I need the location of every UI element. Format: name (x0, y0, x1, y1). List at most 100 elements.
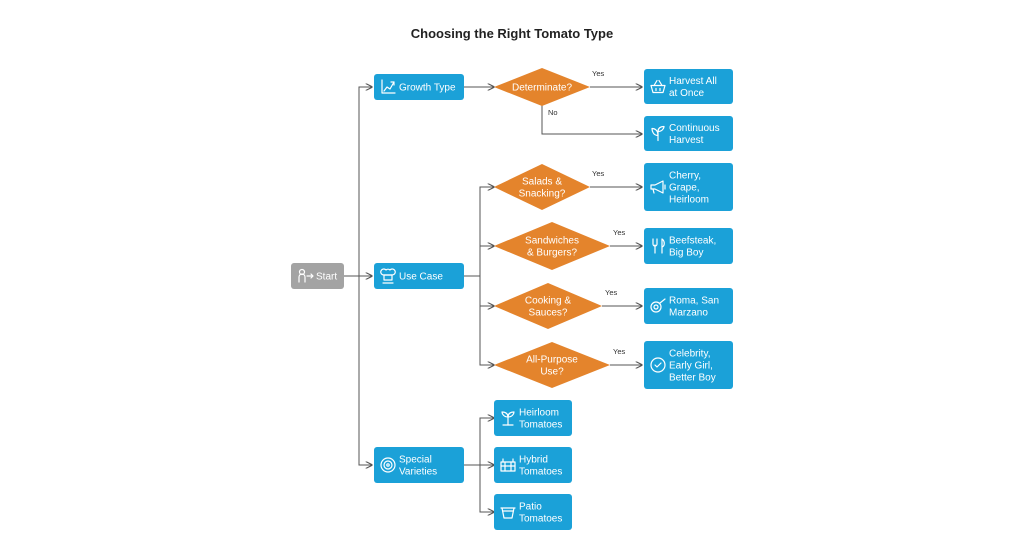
node-cherry-label-3: Heirloom (669, 195, 709, 206)
node-beefsteak-label-2: Big Boy (669, 248, 703, 259)
node-celebrity-label-1: Celebrity, (669, 349, 711, 360)
megaphone-icon (650, 180, 666, 194)
node-cherry: Cherry,Grape,Heirloom (644, 163, 733, 211)
diagram-title: Choosing the Right Tomato Type (411, 26, 613, 41)
edge-special-to-patio (479, 465, 494, 512)
edge-label-salads-yes: Yes (592, 169, 604, 178)
node-use-case-shape (374, 263, 464, 289)
node-start-label-1: Start (316, 272, 337, 283)
node-all-purpose-label-2: Use? (540, 367, 564, 378)
node-salads-label-2: Snacking? (519, 189, 566, 200)
node-salads-label-1: Salads & (522, 177, 562, 188)
target-icon (380, 457, 396, 473)
edge-start-to-growth-type (344, 87, 372, 277)
edge-label-determinate-no: No (548, 108, 558, 117)
node-celebrity: Celebrity,Early Girl,Better Boy (644, 341, 733, 389)
node-cherry-label-2: Grape, (669, 183, 700, 194)
node-cherry-shape (644, 163, 733, 211)
edges (344, 87, 642, 512)
node-salads: Salads &Snacking? (494, 164, 590, 210)
node-start-shape (291, 263, 344, 289)
node-use-case: Use Case (374, 263, 464, 289)
pot-icon (500, 507, 516, 519)
node-continuous-label-2: Harvest (669, 135, 704, 146)
node-beefsteak-label-1: Beefsteak, (669, 236, 716, 247)
node-hybrid-tomatoes-label-2: Tomatoes (519, 467, 562, 478)
node-use-case-label-1: Use Case (399, 272, 443, 283)
node-celebrity-shape (644, 341, 733, 389)
node-cooking-shape (494, 283, 602, 329)
node-determinate: Determinate? (494, 68, 590, 106)
node-continuous-label-1: Continuous (669, 123, 720, 134)
node-growth-type-label-1: Growth Type (399, 83, 456, 94)
node-sandwiches-label-1: Sandwiches (525, 236, 579, 247)
crate-icon (500, 458, 516, 472)
node-sandwiches-label-2: & Burgers? (527, 248, 577, 259)
edge-label-cooking-yes: Yes (605, 288, 617, 297)
basket-icon (650, 79, 666, 94)
node-hybrid-tomatoes-label-1: Hybrid (519, 455, 548, 466)
node-cooking-label-1: Cooking & (525, 296, 571, 307)
node-special-varieties-label-2: Varieties (399, 467, 437, 478)
node-determinate-shape (494, 68, 590, 106)
utensils-icon (652, 238, 665, 254)
node-roma-label-2: Marzano (669, 308, 708, 319)
growth-chart-icon (381, 79, 396, 94)
badge-icon (650, 357, 666, 373)
sauce-icon (650, 298, 666, 313)
node-harvest-all-label-2: at Once (669, 88, 704, 99)
node-roma-label-1: Roma, San (669, 296, 719, 307)
edge-determinate-to-continuous (541, 105, 642, 134)
person-arrow-icon (298, 268, 314, 283)
edge-label-determinate-yes: Yes (592, 69, 604, 78)
node-cooking-label-2: Sauces? (529, 308, 568, 319)
node-hybrid-tomatoes-shape (494, 447, 572, 483)
edge-labels: Yes No Yes Yes Yes Yes (548, 69, 625, 356)
node-growth-type-shape (374, 74, 464, 100)
plant-icon (651, 125, 665, 142)
edge-use-case-to-all-purpose (479, 276, 494, 365)
edge-special-to-heirloom (479, 418, 494, 465)
edge-start-to-special-varieties (358, 276, 372, 465)
node-heirloom-tomatoes-label-2: Tomatoes (519, 420, 562, 431)
node-start: Start (291, 263, 344, 289)
node-continuous-shape (644, 116, 733, 151)
node-heirloom-tomatoes-label-1: Heirloom (519, 408, 559, 419)
edge-label-all-purpose-yes: Yes (613, 347, 625, 356)
node-special-varieties-shape (374, 447, 464, 483)
node-growth-type: Growth Type (374, 74, 464, 100)
node-sandwiches: Sandwiches& Burgers? (494, 222, 610, 270)
node-cooking: Cooking &Sauces? (494, 283, 602, 329)
chef-icon (380, 268, 396, 284)
node-harvest-all-label-1: Harvest All (669, 76, 717, 87)
node-all-purpose-shape (494, 342, 610, 388)
node-celebrity-label-3: Better Boy (669, 373, 716, 384)
node-all-purpose-label-1: All-Purpose (526, 355, 578, 366)
node-special-varieties-label-1: Special (399, 455, 432, 466)
node-harvest-all-shape (644, 69, 733, 104)
edge-use-case-to-salads (479, 187, 494, 276)
node-patio-tomatoes-label-1: Patio (519, 502, 542, 513)
node-roma-shape (644, 288, 733, 324)
node-beefsteak: Beefsteak,Big Boy (644, 228, 733, 264)
node-cherry-label-1: Cherry, (669, 171, 701, 182)
node-celebrity-label-2: Early Girl, (669, 361, 713, 372)
node-determinate-label-1: Determinate? (512, 83, 572, 94)
node-patio-tomatoes-shape (494, 494, 572, 530)
node-salads-shape (494, 164, 590, 210)
node-sandwiches-shape (494, 222, 610, 270)
node-patio-tomatoes-label-2: Tomatoes (519, 514, 562, 525)
edge-label-sandwiches-yes: Yes (613, 228, 625, 237)
node-heirloom-tomatoes-shape (494, 400, 572, 436)
sprout-icon (501, 411, 515, 426)
